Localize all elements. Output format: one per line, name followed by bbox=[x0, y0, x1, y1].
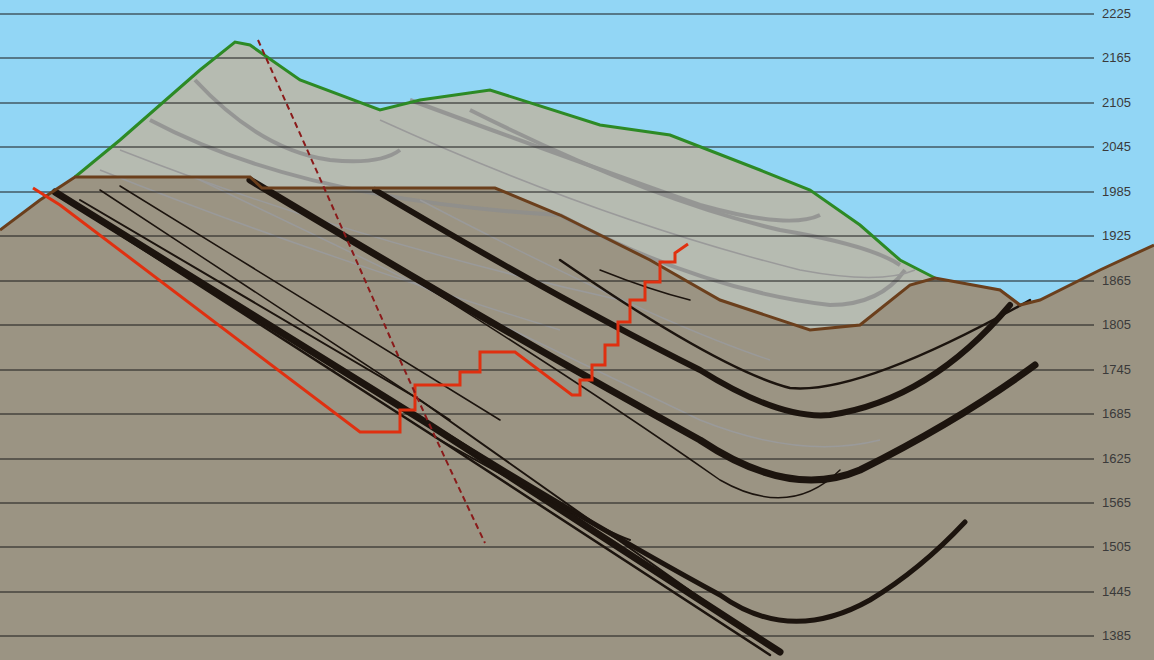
pit-surface bbox=[0, 177, 1154, 330]
elevation-lines bbox=[0, 14, 1094, 636]
elevation-label: 1505 bbox=[1100, 540, 1133, 554]
elevation-line bbox=[0, 14, 1094, 15]
elevation-line bbox=[0, 414, 1094, 415]
elevation-label: 2105 bbox=[1100, 96, 1133, 110]
elevation-label: 1685 bbox=[1100, 407, 1133, 421]
elevation-line bbox=[0, 325, 1094, 326]
elevation-label: 1805 bbox=[1100, 318, 1133, 332]
elevation-label: 1385 bbox=[1100, 629, 1133, 643]
elevation-line bbox=[0, 147, 1094, 148]
elevation-label: 1865 bbox=[1100, 274, 1133, 288]
original-surface bbox=[75, 42, 935, 278]
elevation-line bbox=[0, 58, 1094, 59]
elevation-line bbox=[0, 236, 1094, 237]
elevation-line bbox=[0, 636, 1094, 637]
elevation-label: 1985 bbox=[1100, 185, 1133, 199]
elevation-label: 2045 bbox=[1100, 140, 1133, 154]
elevation-line bbox=[0, 459, 1094, 460]
elevation-label: 1625 bbox=[1100, 452, 1133, 466]
elevation-label: 2165 bbox=[1100, 51, 1133, 65]
elevation-label: 1925 bbox=[1100, 229, 1133, 243]
excavation-line bbox=[33, 188, 688, 432]
elevation-label: 1745 bbox=[1100, 363, 1133, 377]
ground bbox=[0, 177, 1154, 660]
borehole bbox=[258, 40, 485, 543]
elevation-label: 2225 bbox=[1100, 7, 1133, 21]
elevation-line bbox=[0, 547, 1094, 548]
elevation-label: 1565 bbox=[1100, 496, 1133, 510]
elevation-label: 1445 bbox=[1100, 585, 1133, 599]
elevation-line bbox=[0, 592, 1094, 593]
elevation-line bbox=[0, 370, 1094, 371]
elevation-line bbox=[0, 192, 1094, 193]
